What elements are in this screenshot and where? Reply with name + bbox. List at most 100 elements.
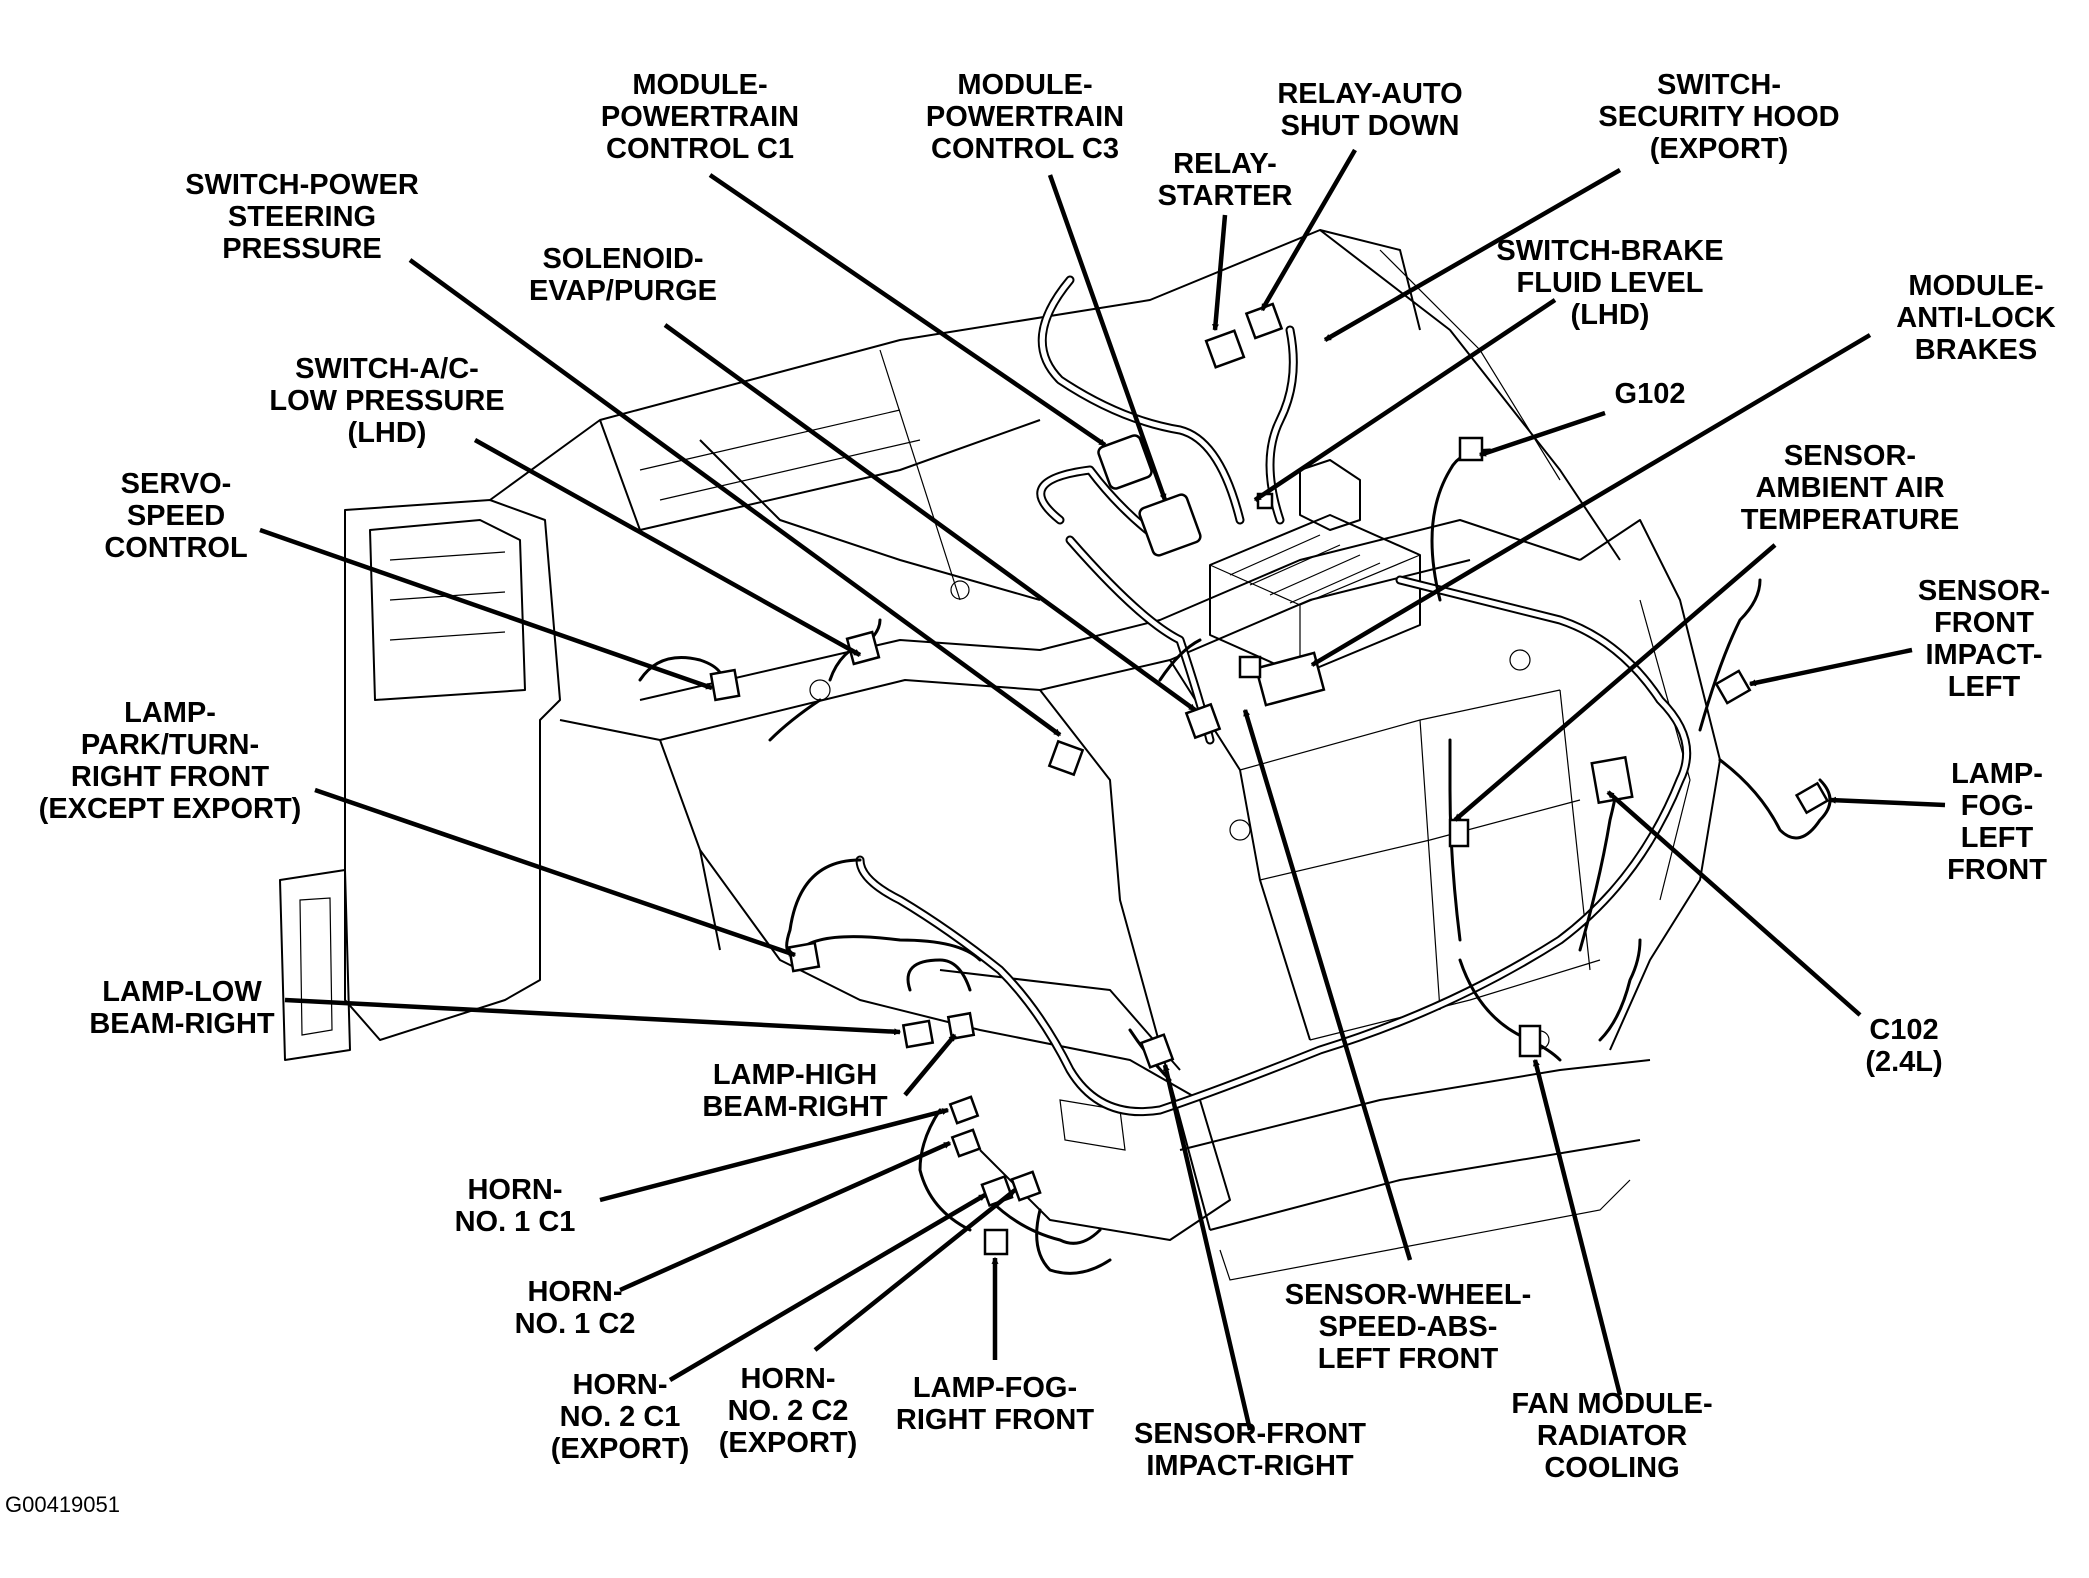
label-line: SECURITY HOOD [1598, 101, 1839, 133]
label-line: SWITCH- [1657, 69, 1781, 101]
label-line: NO. 2 C2 [728, 1395, 849, 1427]
label-line: IMPACT-RIGHT [1146, 1450, 1354, 1482]
label-line: C102 [1869, 1014, 1938, 1046]
label-lamp-fog-right: LAMP-FOG-RIGHT FRONT [896, 1372, 1094, 1436]
label-line: SENSOR- [1918, 575, 2050, 607]
label-line: SPEED [127, 500, 225, 532]
label-line: (EXPORT) [1650, 133, 1789, 165]
label-line: LOW PRESSURE [269, 385, 504, 417]
label-line: RELAY- [1173, 148, 1277, 180]
label-solenoid-evap: SOLENOID-EVAP/PURGE [529, 243, 717, 307]
label-line: STARTER [1158, 180, 1293, 212]
label-horn-2-c2: HORN-NO. 2 C2(EXPORT) [719, 1363, 858, 1459]
label-g102: G102 [1615, 378, 1686, 410]
label-line: SOLENOID- [542, 243, 703, 275]
label-c102: C102(2.4L) [1865, 1014, 1942, 1078]
label-line: SPEED-ABS- [1319, 1311, 1498, 1343]
label-line: BEAM-RIGHT [702, 1091, 888, 1123]
label-line: STEERING [228, 201, 376, 233]
label-line: EVAP/PURGE [529, 275, 717, 307]
label-line: COOLING [1544, 1452, 1679, 1484]
label-line: HORN- [740, 1363, 835, 1395]
label-line: SWITCH-BRAKE [1496, 235, 1723, 267]
label-sensor-wheel-speed: SENSOR-WHEEL-SPEED-ABS-LEFT FRONT [1285, 1279, 1532, 1375]
label-line: FAN MODULE- [1511, 1388, 1712, 1420]
label-line: CONTROL [104, 532, 247, 564]
label-line: TEMPERATURE [1741, 504, 1960, 536]
label-line: LAMP-HIGH [713, 1059, 877, 1091]
label-horn-1-c1: HORN-NO. 1 C1 [455, 1174, 576, 1238]
label-line: FRONT [1934, 607, 2034, 639]
label-line: LEFT [1961, 822, 2034, 854]
label-line: (LHD) [348, 417, 427, 449]
label-line: NO. 1 C2 [515, 1308, 636, 1340]
label-line: LEFT [1948, 671, 2021, 703]
label-line: CONTROL C3 [931, 133, 1119, 165]
label-horn-1-c2: HORN-NO. 1 C2 [515, 1276, 636, 1340]
callout-leaders [259, 148, 1946, 1431]
label-line: LAMP-LOW [102, 976, 262, 1008]
label-line: POWERTRAIN [601, 101, 799, 133]
label-line: SENSOR-WHEEL- [1285, 1279, 1532, 1311]
label-line: HORN- [527, 1276, 622, 1308]
label-line: MODULE- [632, 69, 767, 101]
label-line: CONTROL C1 [606, 133, 794, 165]
label-line: G102 [1615, 378, 1686, 410]
label-line: (EXPORT) [551, 1433, 690, 1465]
label-line: RELAY-AUTO [1277, 78, 1462, 110]
label-switch-security-hood: SWITCH-SECURITY HOOD(EXPORT) [1598, 69, 1839, 165]
label-line: PARK/TURN- [81, 729, 259, 761]
figure-id: G00419051 [5, 1492, 120, 1517]
label-line: LAMP- [124, 697, 216, 729]
label-relay-starter: RELAY-STARTER [1158, 148, 1293, 212]
label-line: (2.4L) [1865, 1046, 1942, 1078]
label-switch-ac-low: SWITCH-A/C-LOW PRESSURE(LHD) [269, 353, 504, 449]
label-line: IMPACT- [1925, 639, 2042, 671]
label-line: (EXPORT) [719, 1427, 858, 1459]
label-line: LAMP-FOG- [913, 1372, 1077, 1404]
label-line: HORN- [467, 1174, 562, 1206]
label-line: NO. 1 C1 [455, 1206, 576, 1238]
label-line: RADIATOR [1537, 1420, 1687, 1452]
label-horn-2-c1: HORN-NO. 2 C1(EXPORT) [551, 1369, 690, 1465]
vehicle-body-illustration [279, 229, 1721, 1281]
label-line: SHUT DOWN [1281, 110, 1460, 142]
label-lamp-park-turn: LAMP-PARK/TURN-RIGHT FRONT(EXCEPT EXPORT… [39, 697, 302, 825]
label-line: (EXCEPT EXPORT) [39, 793, 302, 825]
label-line: SENSOR-FRONT [1134, 1418, 1366, 1450]
label-line: SWITCH-A/C- [295, 353, 479, 385]
label-line: MODULE- [1908, 270, 2043, 302]
label-line: FOG- [1961, 790, 2034, 822]
label-line: FLUID LEVEL [1517, 267, 1704, 299]
connectors [709, 302, 1830, 1256]
label-line: RIGHT FRONT [71, 761, 269, 793]
label-line: BEAM-RIGHT [89, 1008, 275, 1040]
label-line: LAMP- [1951, 758, 2043, 790]
label-line: (LHD) [1571, 299, 1650, 331]
label-line: RIGHT FRONT [896, 1404, 1094, 1436]
label-line: MODULE- [957, 69, 1092, 101]
label-line: LEFT FRONT [1318, 1343, 1499, 1375]
label-line: POWERTRAIN [926, 101, 1124, 133]
label-line: ANTI-LOCK [1896, 302, 2056, 334]
wiring-harness [638, 275, 1832, 1275]
label-line: AMBIENT AIR [1755, 472, 1944, 504]
label-line: SWITCH-POWER [185, 169, 419, 201]
label-line: BRAKES [1915, 334, 2037, 366]
label-line: SENSOR- [1784, 440, 1916, 472]
